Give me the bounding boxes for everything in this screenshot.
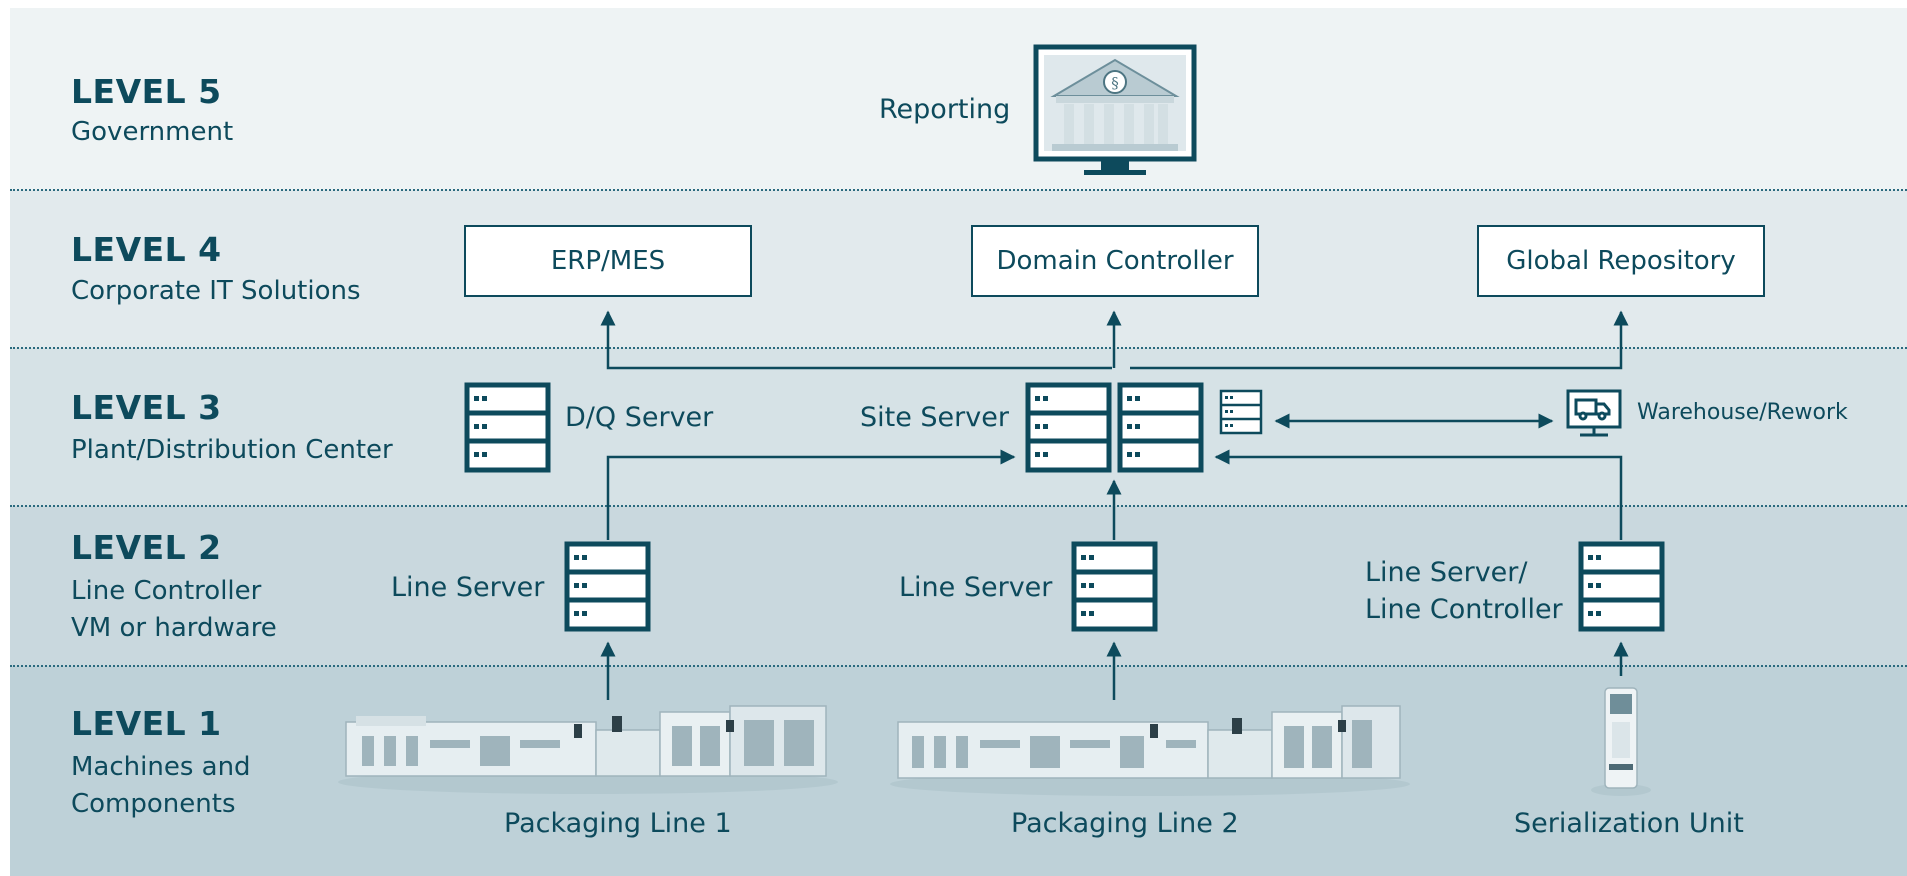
government-monitor-icon: §	[1033, 44, 1197, 175]
level-4-title: LEVEL 4	[71, 230, 222, 269]
warehouse-computer-icon	[1566, 389, 1622, 437]
packaging-line-1-image	[338, 705, 838, 794]
line-server-1-icon	[564, 541, 651, 632]
domain-controller-box: Domain Controller	[971, 225, 1259, 297]
line-server-1-label: Line Server	[391, 572, 545, 603]
warehouse-label: Warehouse/Rework	[1637, 400, 1848, 425]
svg-text:§: §	[1111, 74, 1119, 92]
level-3-subtitle: Plant/Distribution Center	[71, 435, 393, 465]
small-server-icon	[1219, 389, 1263, 435]
line-server-3-label: Line Server/Line Controller	[1365, 557, 1563, 625]
serialization-unit-label: Serialization Unit	[1514, 808, 1744, 839]
divider	[10, 665, 1907, 667]
divider	[10, 189, 1907, 191]
site-server-label: Site Server	[860, 402, 1009, 433]
packaging-line-2-label: Packaging Line 2	[1011, 808, 1239, 839]
erp-mes-box: ERP/MES	[464, 225, 752, 297]
dq-server-icon	[464, 382, 551, 473]
packaging-line-1-label: Packaging Line 1	[504, 808, 732, 839]
site-server-icon	[1025, 382, 1204, 473]
dq-server-label: D/Q Server	[565, 402, 714, 433]
divider	[10, 347, 1907, 349]
level-5-subtitle: Government	[71, 117, 234, 147]
serialization-unit-image	[1591, 687, 1651, 796]
line-server-3-icon	[1578, 541, 1665, 632]
level-1-title: LEVEL 1	[71, 704, 222, 743]
divider	[10, 505, 1907, 507]
level-5-title: LEVEL 5	[71, 72, 222, 111]
level-2-title: LEVEL 2	[71, 528, 222, 567]
level-5-band	[10, 8, 1907, 190]
packaging-line-2-image	[890, 705, 1410, 796]
line-server-2-label: Line Server	[899, 572, 1053, 603]
line-server-2-icon	[1071, 541, 1158, 632]
level-4-subtitle: Corporate IT Solutions	[71, 276, 361, 306]
level-3-title: LEVEL 3	[71, 388, 222, 427]
global-repository-box: Global Repository	[1477, 225, 1765, 297]
reporting-label: Reporting	[879, 94, 1011, 125]
connector-lines	[600, 310, 1629, 700]
